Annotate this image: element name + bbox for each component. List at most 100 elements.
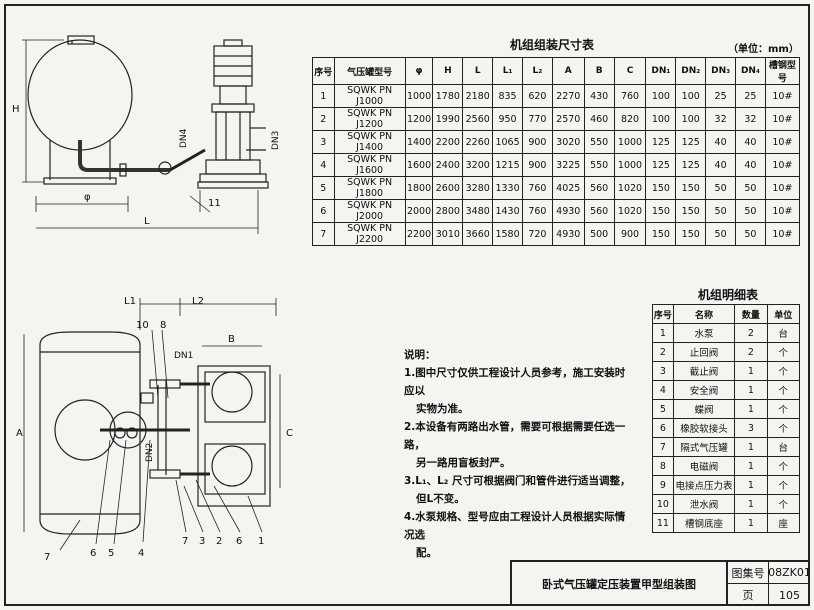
size-table-header-cell: 槽钢型号: [764, 57, 801, 85]
parts-table-cell: 安全阀: [672, 380, 736, 400]
label-L2: L2: [192, 296, 204, 307]
parts-table-cell: 1: [734, 361, 768, 381]
size-table-cell: SQWK PN J1800: [333, 176, 406, 200]
notes: 说明： 1.图中尺寸仅供工程设计人员参考，施工安装时应以实物为准。2.本设备有两…: [404, 346, 634, 562]
parts-table-cell: 个: [766, 399, 801, 419]
size-table-header-cell: L₁: [492, 57, 523, 85]
parts-table-cell: 1: [734, 437, 768, 457]
tank-plan: [39, 331, 141, 535]
parts-table-cell: 9: [652, 475, 674, 495]
parts-table-cell: 个: [766, 456, 801, 476]
size-table-cell: 100: [675, 107, 707, 131]
size-table-cell: 1200: [404, 107, 434, 131]
size-table-cell: 10#: [764, 199, 801, 223]
size-table-cell: 3660: [462, 222, 494, 246]
size-table-cell: 50: [735, 199, 766, 223]
size-table-cell: 720: [521, 222, 553, 246]
size-table-cell: 4930: [551, 222, 585, 246]
size-table-cell: 460: [583, 107, 615, 131]
size-table-title: 机组组装尺寸表: [510, 38, 595, 52]
label-A: A: [16, 428, 23, 439]
size-table-cell: 4025: [551, 176, 585, 200]
parts-table-cell: 7: [652, 437, 674, 457]
size-table-cell: 2270: [551, 84, 585, 108]
label-DN3: DN3: [271, 131, 281, 150]
parts-table-cell: 个: [766, 361, 801, 381]
size-table-cell: 3020: [551, 130, 585, 154]
parts-table-header: 序号名称数量单位: [652, 304, 801, 324]
size-table-cell: 900: [521, 130, 553, 154]
size-table-cell: 1800: [404, 176, 434, 200]
note-line: 4.水泵规格、型号应由工程设计人员根据实际情况选: [404, 511, 626, 541]
parts-table-cell: 1: [734, 456, 768, 476]
size-table-unit: （单位：mm）: [728, 44, 799, 55]
size-table-cell: 32: [735, 107, 766, 131]
size-table-header-cell: 气压罐型号: [333, 57, 406, 85]
parts-table-cell: 个: [766, 475, 801, 495]
size-table-cell: 150: [675, 176, 707, 200]
size-table-cell: 770: [521, 107, 553, 131]
label-L: L: [144, 216, 150, 227]
label-item-6b: 6: [236, 536, 242, 547]
size-table-cell: 10#: [764, 130, 801, 154]
label-item-5: 5: [108, 548, 114, 559]
parts-table-cell: 1: [734, 475, 768, 495]
size-table-cell: 1020: [613, 199, 647, 223]
parts-table-header-cell: 单位: [766, 304, 801, 324]
size-table-cell: 125: [645, 153, 677, 177]
tank-top-flange: [67, 35, 95, 45]
size-table-header-cell: L₂: [521, 57, 553, 85]
parts-table-cell: 槽钢底座: [672, 513, 736, 533]
size-table-cell: 3200: [462, 153, 494, 177]
size-table-cell: 760: [521, 176, 553, 200]
parts-table-cell: 蝶阀: [672, 399, 736, 419]
size-table-cell: 50: [735, 176, 766, 200]
tank-base: [43, 177, 117, 185]
size-table-cell: 1780: [432, 84, 464, 108]
parts-table-cell: 1: [734, 513, 768, 533]
size-table-cell: 150: [645, 176, 677, 200]
parts-table-header-cell: 数量: [734, 304, 768, 324]
size-table-header-cell: H: [432, 57, 464, 85]
size-table-cell: 40: [705, 153, 736, 177]
size-table-cell: 1400: [404, 130, 434, 154]
size-table-cell: 40: [735, 153, 766, 177]
size-table-cell: 760: [613, 84, 647, 108]
size-table-cell: 1065: [492, 130, 523, 154]
parts-table-cell: 座: [766, 513, 801, 533]
size-table-cell: 100: [645, 107, 677, 131]
size-table-cell: 2400: [432, 153, 464, 177]
size-table-cell: 560: [583, 199, 615, 223]
pump-plan-1: [204, 371, 266, 423]
size-table-cell: 620: [521, 84, 553, 108]
parts-table-cell: 2: [734, 323, 768, 343]
size-table-cell: 4: [312, 153, 335, 177]
size-table-cell: 2570: [551, 107, 585, 131]
pump-plan-2: [204, 443, 266, 495]
size-table-cell: 1430: [492, 199, 523, 223]
parts-table-cell: 10: [652, 494, 674, 514]
size-table-cell: 125: [675, 153, 707, 177]
parts-table-title: 机组明细表: [698, 288, 759, 302]
size-table-cell: 150: [645, 222, 677, 246]
label-item-7b: 7: [182, 536, 188, 547]
label-item-3: 3: [199, 536, 205, 547]
size-table-header-cell: DN₃: [705, 57, 736, 85]
size-table-header-cell: 序号: [312, 57, 335, 85]
size-table-cell: 25: [705, 84, 736, 108]
parts-table-cell: 11: [652, 513, 674, 533]
drawing-title: 卧式气压罐定压装置甲型组装图: [512, 562, 728, 606]
size-table-cell: SQWK PN J1200: [333, 107, 406, 131]
parts-table-cell: 截止阀: [672, 361, 736, 381]
